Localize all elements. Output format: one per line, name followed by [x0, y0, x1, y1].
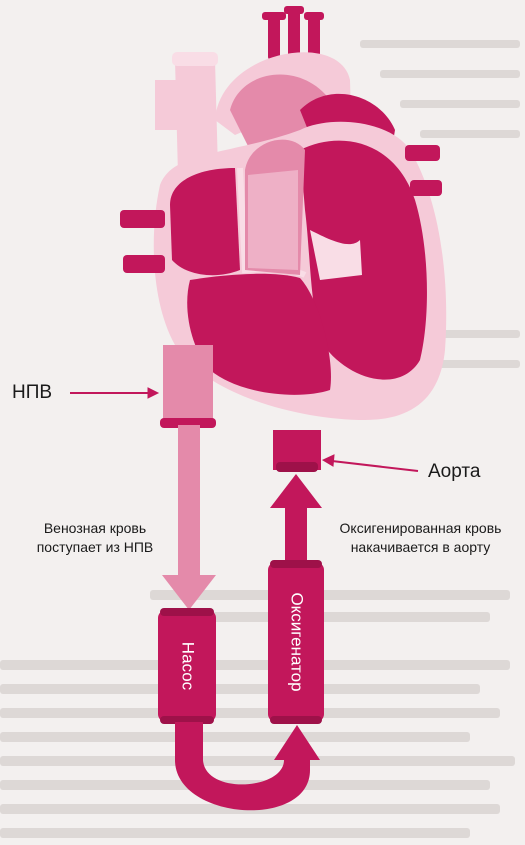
aorta-label: Аорта — [428, 461, 480, 483]
right-atrium — [170, 168, 240, 275]
oxygenated-flow-arrow — [270, 474, 322, 563]
ascending-aorta-highlight — [248, 170, 298, 270]
pump-label: Насос — [179, 642, 198, 691]
svc-cap — [172, 52, 218, 66]
venous-caption-line2: поступает из НПВ — [20, 538, 170, 557]
venous-caption-line1: Венозная кровь — [20, 519, 170, 538]
ivc-label: НПВ — [12, 382, 52, 404]
oxygenated-caption-line1: Оксигенированная кровь — [318, 519, 523, 538]
aorta-pointer-arrow — [323, 455, 418, 471]
oxygenator-label: Оксигенатор — [288, 592, 307, 691]
venous-caption: Венозная кровь поступает из НПВ — [20, 519, 170, 557]
ivc-vessel — [163, 345, 213, 425]
pulmonary-veins-left — [155, 80, 180, 130]
ivc-pointer-arrow — [70, 388, 158, 398]
venous-flow-arrow — [162, 425, 216, 610]
aortic-arch-vessels — [262, 6, 324, 60]
oxygenated-caption-line2: накачивается в аорту — [318, 538, 523, 557]
oxygenated-caption: Оксигенированная кровь накачивается в ао… — [318, 519, 523, 557]
aorta-vessel-end — [276, 462, 318, 472]
connecting-tube — [175, 722, 320, 810]
